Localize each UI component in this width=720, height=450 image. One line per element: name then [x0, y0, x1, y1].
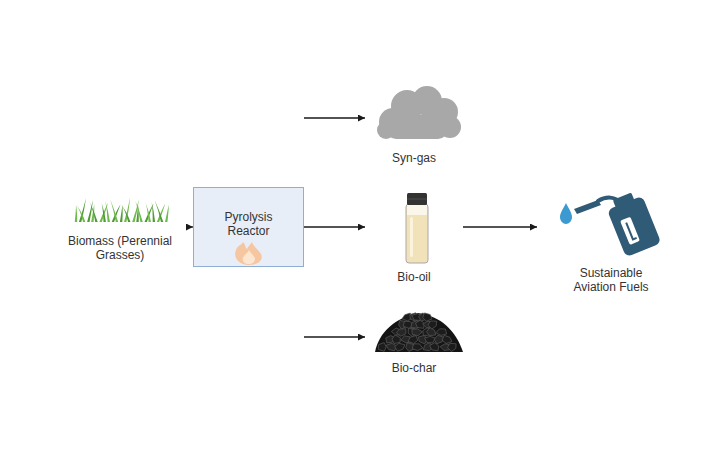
node-label: Bio-oil — [369, 270, 459, 284]
flow-arrow — [304, 226, 365, 227]
node-label: Bio-char — [369, 361, 459, 375]
node-label: Sustainable Aviation Fuels — [561, 266, 661, 294]
process-box: Pyrolysis Reactor — [193, 187, 304, 267]
product-node: Bio-char — [365, 308, 463, 375]
node-label: Syn-gas — [369, 151, 459, 165]
flow-arrow — [304, 336, 365, 337]
biochar-icon — [375, 313, 463, 352]
flow-arrow — [463, 226, 537, 227]
node-label: Pyrolysis Reactor — [214, 210, 284, 238]
vial-icon — [406, 193, 428, 263]
cloud-icon — [377, 86, 461, 139]
reactor-fill — [193, 187, 304, 267]
biomass-node: Biomass (Perennial Grasses) — [50, 190, 190, 262]
grass-icon — [75, 197, 169, 222]
output-node: Sustainable Aviation Fuels — [537, 190, 685, 294]
product-node: Syn-gas — [365, 86, 463, 165]
product-node: Bio-oil — [365, 190, 463, 284]
flame-icon — [235, 242, 262, 265]
fuel-pump-icon — [560, 189, 661, 257]
flow-arrow — [304, 117, 365, 118]
node-label: Biomass (Perennial Grasses) — [61, 234, 179, 262]
